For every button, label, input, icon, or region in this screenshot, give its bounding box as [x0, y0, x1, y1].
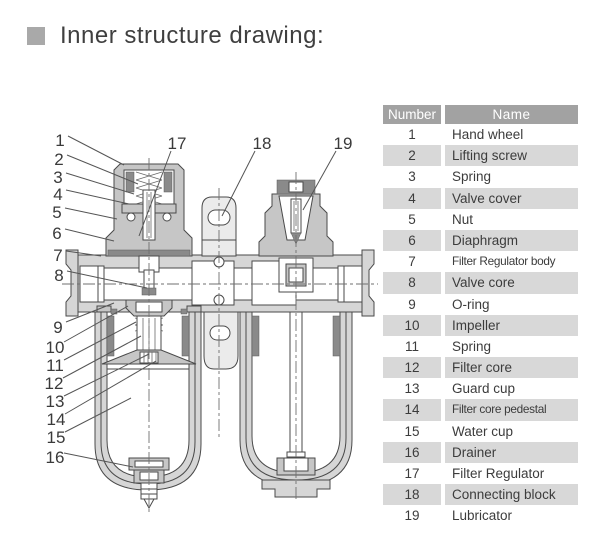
callout-9: 9 — [53, 318, 62, 337]
callout-4: 4 — [53, 185, 62, 204]
callout-1: 1 — [55, 131, 64, 150]
callout-15: 15 — [47, 428, 66, 447]
part-name: Filter core pedestal — [445, 399, 578, 421]
table-row: 9 O-ring — [383, 294, 578, 315]
part-number: 14 — [383, 399, 441, 421]
part-name: Valve cover — [445, 187, 578, 209]
part-name: Filter core — [445, 357, 578, 379]
part-number: 9 — [408, 296, 416, 312]
centerlines — [62, 158, 378, 514]
callout-13: 13 — [46, 392, 65, 411]
part-number: 17 — [404, 466, 420, 481]
part-name: Water cup — [452, 423, 514, 439]
table-row: 17 Filter Regulator — [383, 463, 578, 484]
callout-17: 17 — [168, 134, 187, 153]
part-name: Impeller — [445, 314, 578, 336]
callout-11: 11 — [46, 356, 64, 375]
part-number: 1 — [408, 127, 416, 142]
part-name: Spring — [452, 338, 492, 354]
part-name: Filter Regulator — [452, 466, 545, 481]
part-name: Nut — [452, 211, 474, 227]
part-number: 7 — [408, 254, 416, 270]
part-number: 5 — [408, 211, 416, 227]
table-row: 7 Filter Regulator body — [383, 251, 578, 272]
part-name: Spring — [452, 169, 492, 185]
part-number: 8 — [383, 272, 441, 294]
callout-10: 10 — [46, 338, 65, 357]
table-row: 19 Lubricator — [383, 505, 578, 526]
part-name: Filter Regulator body — [452, 254, 556, 269]
page-title: Inner structure drawing: — [60, 22, 325, 49]
callout-3: 3 — [53, 168, 62, 187]
table-row: 15 Water cup — [383, 421, 578, 442]
callout-16: 16 — [46, 448, 65, 467]
part-name: Diaphragm — [445, 229, 578, 252]
nut — [126, 212, 136, 222]
column-header-name: Name — [445, 105, 578, 124]
part-number: 4 — [383, 187, 441, 209]
part-name: Drainer — [445, 441, 578, 463]
guard-cup-strip — [181, 315, 190, 357]
part-name: Connecting block — [445, 484, 578, 506]
callout-2: 2 — [54, 150, 63, 169]
o-ring — [180, 308, 188, 315]
callout-labels: 1 2 3 4 5 6 7 8 9 10 11 12 13 14 15 16 1… — [45, 131, 353, 467]
part-number: 19 — [404, 508, 420, 524]
callout-14: 14 — [47, 410, 66, 429]
nut — [162, 212, 172, 222]
part-number: 2 — [383, 145, 441, 167]
part-name: Guard cup — [452, 381, 516, 397]
table-row: 1 Hand wheel — [383, 124, 578, 145]
callout-18: 18 — [253, 134, 272, 153]
table-row: 11 Spring — [383, 336, 578, 357]
part-number: 12 — [383, 357, 441, 379]
callout-7: 7 — [53, 246, 62, 265]
leader-lines — [62, 135, 337, 468]
part-number: 18 — [383, 484, 441, 506]
part-number: 13 — [404, 381, 420, 397]
part-number: 6 — [383, 229, 441, 252]
part-name: Lifting screw — [445, 145, 578, 167]
column-header-number: Number — [383, 105, 441, 124]
table-row: 3 Spring — [383, 166, 578, 187]
part-number: 16 — [383, 441, 441, 463]
part-name: Lubricator — [452, 508, 513, 524]
table-row: 5 Nut — [383, 209, 578, 230]
part-name: O-ring — [452, 296, 490, 312]
section-title: Inner structure drawing: — [27, 22, 324, 50]
part-number: 10 — [383, 314, 441, 336]
callout-19: 19 — [334, 134, 353, 153]
table-header: Number Name — [383, 105, 578, 124]
table-row: 13 Guard cup — [383, 378, 578, 399]
section-bullet-icon — [27, 27, 45, 45]
callout-8: 8 — [54, 266, 63, 285]
part-name: Valve core — [445, 272, 578, 294]
callout-12: 12 — [45, 374, 64, 393]
part-number: 3 — [408, 169, 416, 185]
part-number: 15 — [404, 423, 420, 439]
part-name: Hand wheel — [452, 127, 524, 142]
callout-5: 5 — [52, 203, 61, 222]
callout-6: 6 — [52, 224, 61, 243]
part-number: 11 — [404, 338, 419, 354]
